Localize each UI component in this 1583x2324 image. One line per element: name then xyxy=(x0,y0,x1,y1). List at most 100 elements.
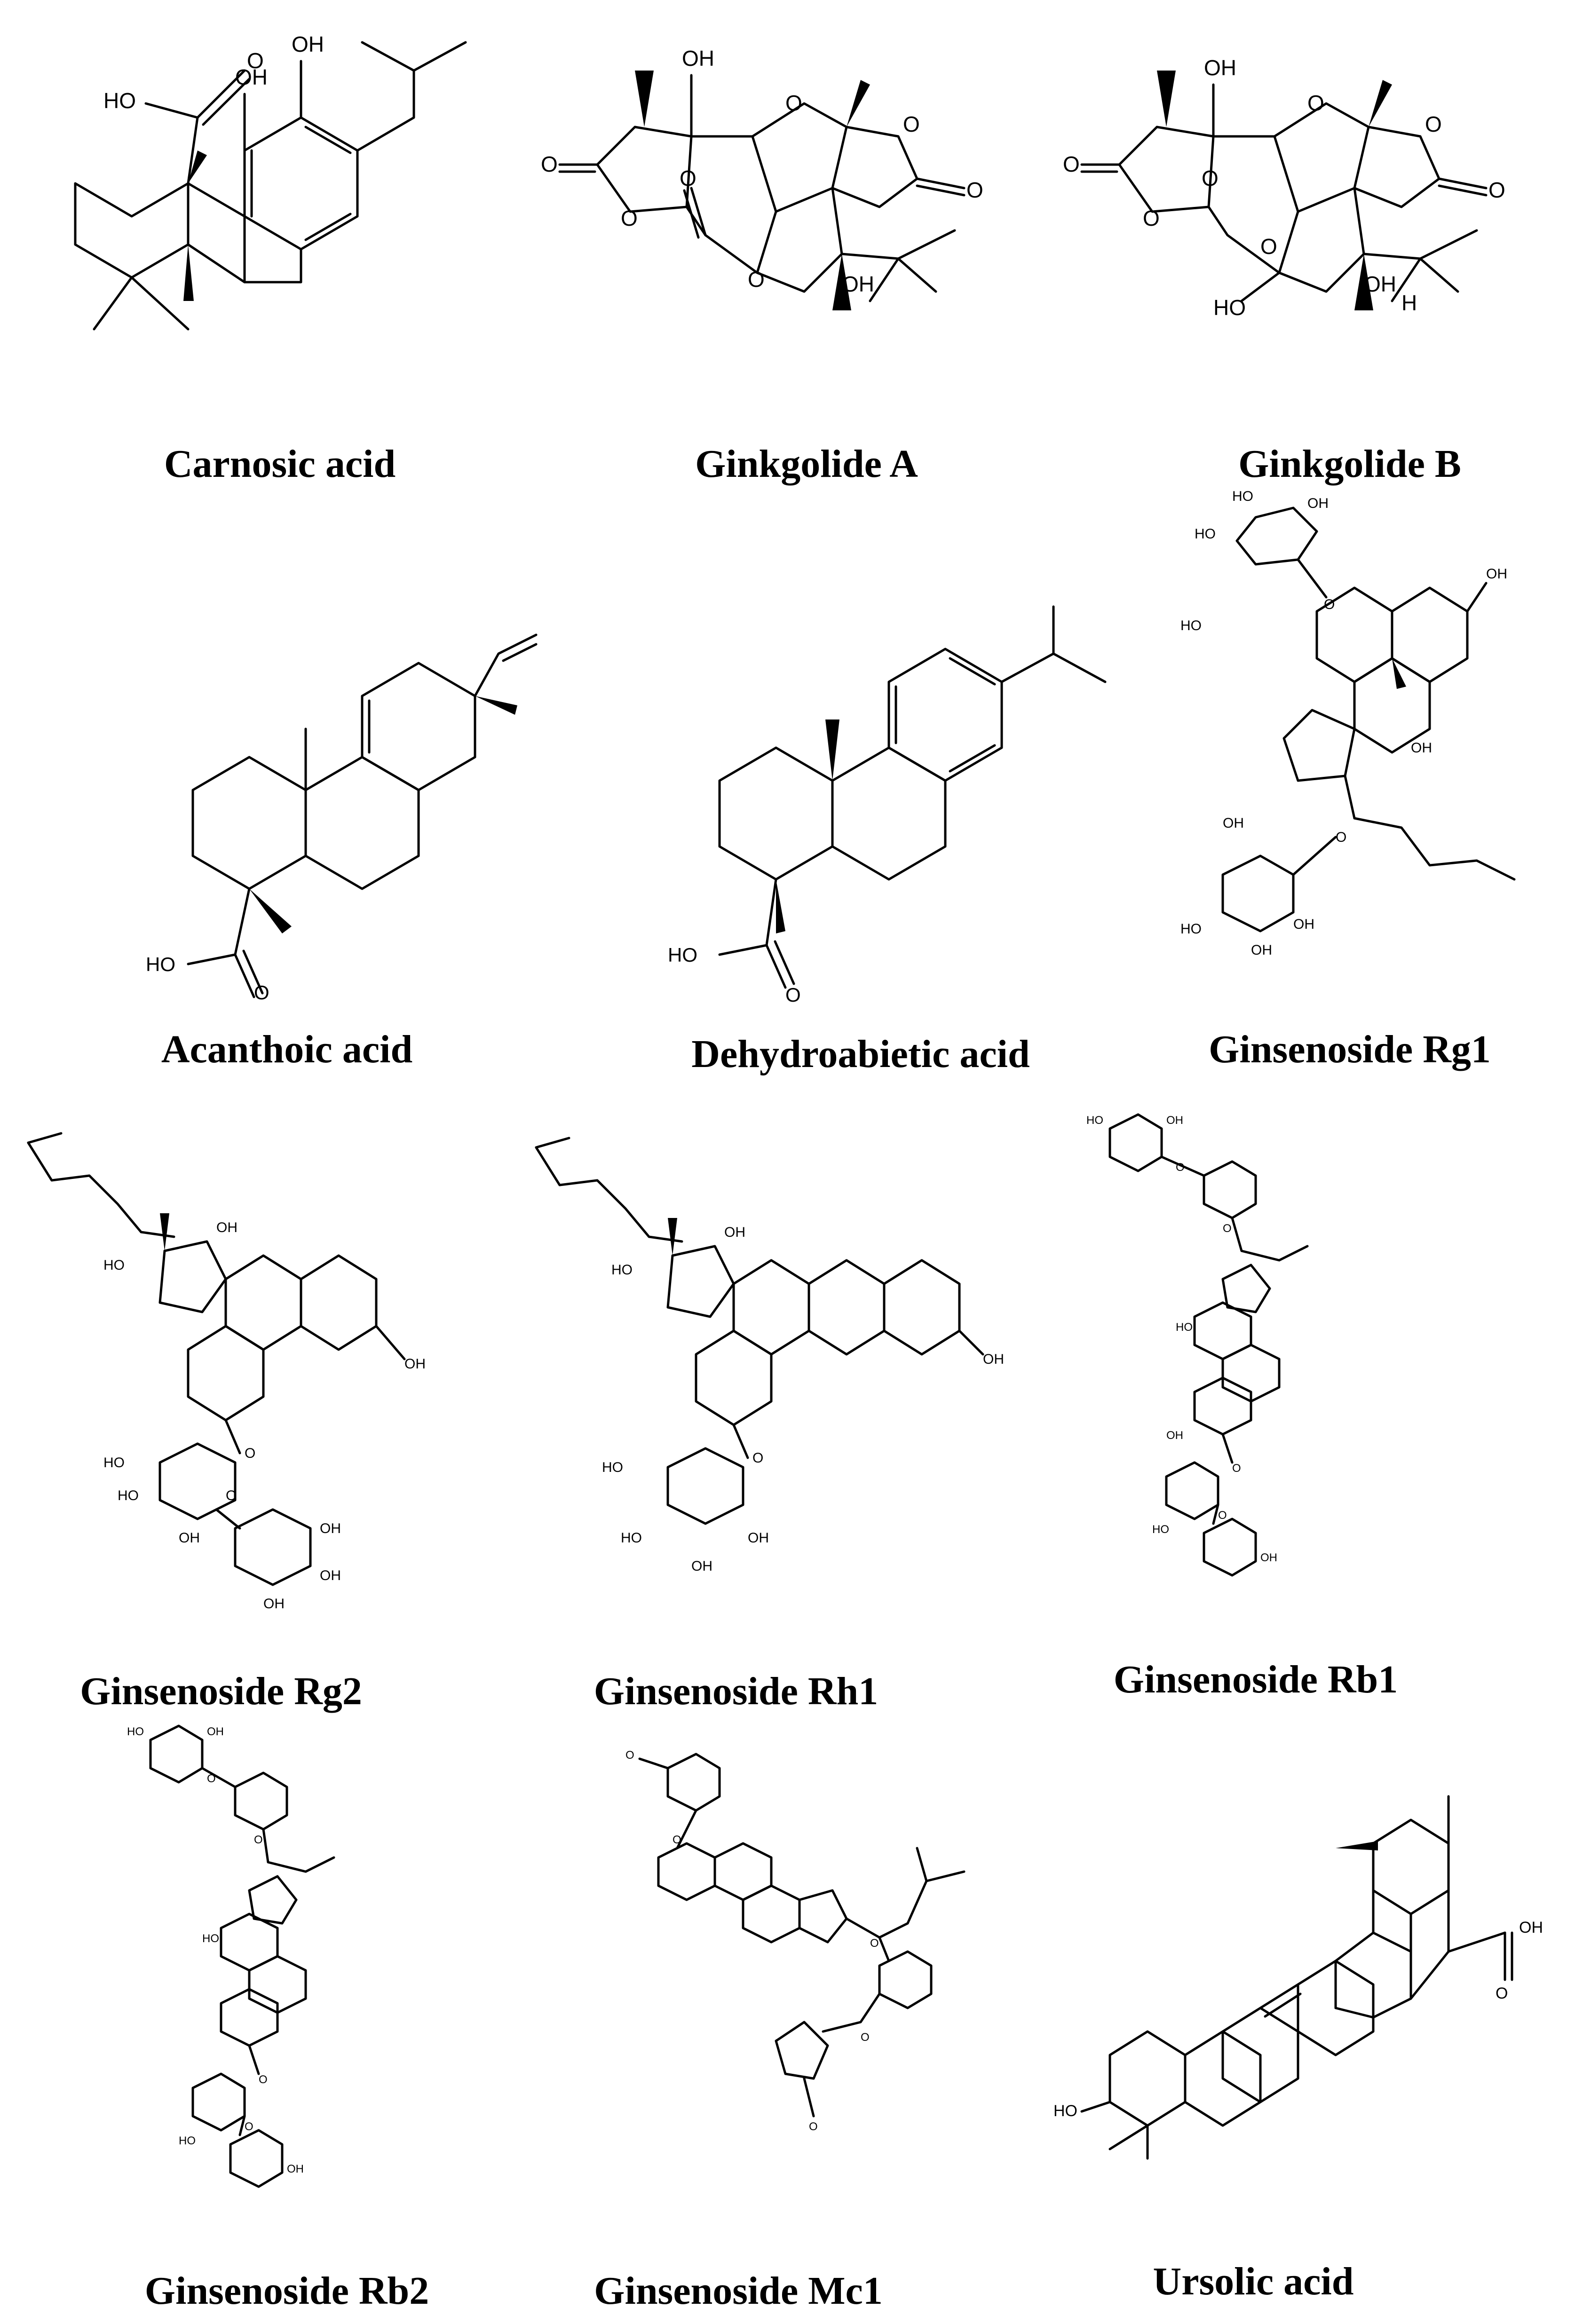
caption-carnosic-acid: Carnosic acid xyxy=(164,442,396,486)
atom-label: O xyxy=(1496,1984,1508,2002)
atom-label: HO xyxy=(1180,921,1202,937)
atom-label: HO xyxy=(103,1455,125,1470)
atom-label: O xyxy=(1218,1509,1227,1522)
atom-label: O xyxy=(1063,152,1080,176)
structure-ginsenoside-rg2: HO OH OH HO O HO OH O OH OH OH xyxy=(19,1124,442,1651)
caption-ginsenoside-rb1: Ginsenoside Rb1 xyxy=(1113,1658,1398,1701)
atom-label: OH xyxy=(842,272,874,296)
ginsenoside-rb2-drawing: HO OH O O HO O O HO OH xyxy=(127,1724,335,2188)
structure-ursolic-acid: OH O HO xyxy=(1053,1792,1571,2196)
atom-label: OH xyxy=(724,1225,745,1240)
atom-label: HO xyxy=(202,1932,219,1945)
structure-ginsenoside-rb1: HO OH O O HO OH O O HO OH xyxy=(1082,1110,1505,1646)
acanthoic-acid-drawing: HO O xyxy=(146,633,538,1004)
atom-label: O xyxy=(254,1834,263,1846)
atom-label: HO xyxy=(146,953,175,975)
atom-label: O xyxy=(870,1937,879,1950)
caption-ursolic-acid: Ursolic acid xyxy=(1153,2260,1354,2303)
atom-label: HO xyxy=(621,1530,642,1546)
caption-ginsenoside-mc1: Ginsenoside Mc1 xyxy=(594,2269,883,2313)
caption-ginkgolide-a: Ginkgolide A xyxy=(695,442,918,486)
atom-label: OH xyxy=(320,1568,341,1583)
atom-label: O xyxy=(207,1772,216,1785)
atom-label: O xyxy=(1202,166,1219,190)
atom-label: OH xyxy=(1519,1919,1543,1937)
atom-label: OH xyxy=(983,1352,1004,1367)
structure-ginsenoside-rg1: HO HO OH HO O OH OH O OH HO OH OH xyxy=(1138,489,1561,1006)
atom-label: O xyxy=(1143,206,1160,230)
atom-label: OH xyxy=(682,46,714,71)
atom-label: O xyxy=(1307,91,1324,115)
atom-label: O xyxy=(1336,830,1346,845)
atom-label: O xyxy=(247,48,264,73)
atom-label: O xyxy=(1176,1161,1185,1174)
ginkgolide-b-drawing: OH O O O O O O O HO OH H xyxy=(1063,55,1505,320)
atom-label: OH xyxy=(691,1558,712,1574)
carnosic-acid-drawing: OH OH HO O xyxy=(74,32,467,331)
caption-ginsenoside-rg2: Ginsenoside Rg2 xyxy=(80,1669,362,1713)
atom-label: O xyxy=(254,981,269,1004)
ursolic-acid-drawing: OH O HO xyxy=(1053,1795,1543,2160)
atom-label: OH xyxy=(235,65,268,89)
atom-label: O xyxy=(1260,234,1277,259)
atom-label: O xyxy=(625,1749,634,1762)
caption-dehydroabietic-acid: Dehydroabietic acid xyxy=(691,1032,1030,1076)
atom-label: O xyxy=(245,2120,253,2133)
atom-label: OH xyxy=(1364,272,1396,296)
atom-label: O xyxy=(1232,1462,1241,1475)
atom-label: OH xyxy=(287,2163,304,2175)
atom-label: HO xyxy=(1195,526,1216,542)
atom-label: HO xyxy=(611,1262,633,1278)
atom-label: HO xyxy=(179,2134,196,2147)
atom-label: HO xyxy=(1086,1114,1103,1127)
atom-label: HO xyxy=(127,1725,144,1738)
atom-label: OH xyxy=(1166,1114,1183,1127)
caption-ginsenoside-rh1: Ginsenoside Rh1 xyxy=(594,1669,879,1713)
structure-ginkgolide-b: OH O O O O O O O HO OH H xyxy=(1063,9,1561,367)
atom-label: OH xyxy=(1223,815,1244,831)
atom-label: HO xyxy=(1232,489,1253,504)
atom-label: H xyxy=(1401,291,1417,315)
atom-label: OH xyxy=(404,1356,426,1372)
structure-carnosic-acid: OH OH HO O xyxy=(56,9,480,376)
atom-label: HO xyxy=(103,88,136,113)
ginsenoside-mc1-drawing: O O O O O xyxy=(625,1749,966,2133)
atom-label: O xyxy=(259,2073,268,2086)
atom-label: O xyxy=(673,1834,681,1846)
atom-label: O xyxy=(541,152,558,176)
atom-label: O xyxy=(809,2120,818,2133)
ginsenoside-rg1-drawing: HO HO OH HO O OH OH O OH HO OH OH xyxy=(1180,489,1516,958)
atom-label: HO xyxy=(1176,1321,1193,1334)
dehydroabietic-acid-drawing: HO O xyxy=(668,605,1107,1006)
atom-label: O xyxy=(785,984,801,1006)
atom-label: OH xyxy=(1251,942,1272,958)
caption-acanthoic-acid: Acanthoic acid xyxy=(161,1028,413,1071)
atom-label: HO xyxy=(1053,2102,1077,2120)
atom-label: HO xyxy=(602,1460,623,1475)
caption-ginkgolide-b: Ginkgolide B xyxy=(1238,442,1461,486)
atom-label: O xyxy=(1425,112,1442,136)
atom-label: O xyxy=(680,166,697,190)
atom-label: OH xyxy=(216,1220,237,1235)
ginsenoside-rh1-drawing: HO OH OH O HO HO OH OH xyxy=(535,1137,1004,1574)
atom-label: O xyxy=(245,1446,255,1461)
atom-label: OH xyxy=(1486,566,1507,582)
atom-label: O xyxy=(226,1488,237,1503)
atom-label: O xyxy=(903,112,920,136)
atom-label: O xyxy=(966,178,983,202)
atom-label: OH xyxy=(1204,55,1236,80)
atom-label: O xyxy=(621,206,638,230)
caption-ginsenoside-rb2: Ginsenoside Rb2 xyxy=(144,2269,429,2313)
atom-label: OH xyxy=(1293,917,1314,932)
atom-label: OH xyxy=(1307,496,1329,511)
atom-label: HO xyxy=(1180,618,1202,633)
atom-label: HO xyxy=(118,1488,139,1503)
atom-label: O xyxy=(752,1450,763,1466)
atom-label: OH xyxy=(1411,740,1432,756)
atom-label: OH xyxy=(1260,1551,1277,1564)
ginsenoside-rg2-drawing: HO OH OH HO O HO OH O OH OH OH xyxy=(27,1132,426,1612)
atom-label: O xyxy=(861,2031,870,2044)
ginkgolide-a-drawing: OH O O O O O O O OH xyxy=(541,46,983,310)
atom-label: O xyxy=(785,91,802,115)
atom-label: HO xyxy=(1213,295,1246,320)
